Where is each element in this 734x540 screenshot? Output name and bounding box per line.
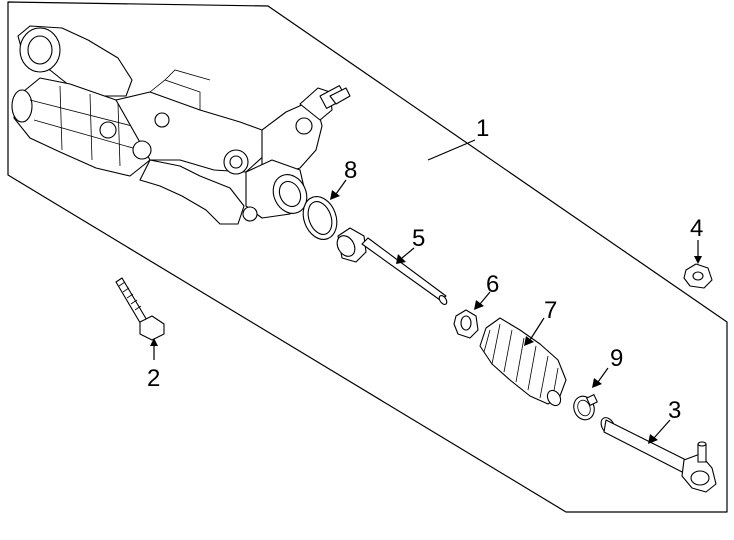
outer-tie-rod-end bbox=[600, 417, 717, 493]
rack-boot bbox=[479, 317, 567, 407]
flange-nut bbox=[683, 263, 713, 289]
leader-lines bbox=[150, 139, 702, 444]
callout-6: 6 bbox=[486, 271, 499, 298]
inner-tie-rod bbox=[336, 227, 448, 305]
jam-nut bbox=[453, 309, 479, 339]
callout-2: 2 bbox=[147, 365, 160, 392]
callout-9: 9 bbox=[610, 345, 623, 372]
callout-7: 7 bbox=[544, 297, 557, 324]
callout-5: 5 bbox=[412, 225, 425, 252]
callout-8: 8 bbox=[344, 157, 357, 184]
callout-4: 4 bbox=[690, 215, 703, 242]
callout-1: 1 bbox=[476, 115, 489, 142]
steering-gear-housing bbox=[11, 25, 351, 225]
mounting-bolt bbox=[115, 277, 165, 341]
callout-3: 3 bbox=[668, 397, 681, 424]
boot-clamp bbox=[573, 394, 598, 421]
o-ring bbox=[302, 196, 338, 240]
assembly-outline bbox=[7, 1, 728, 513]
